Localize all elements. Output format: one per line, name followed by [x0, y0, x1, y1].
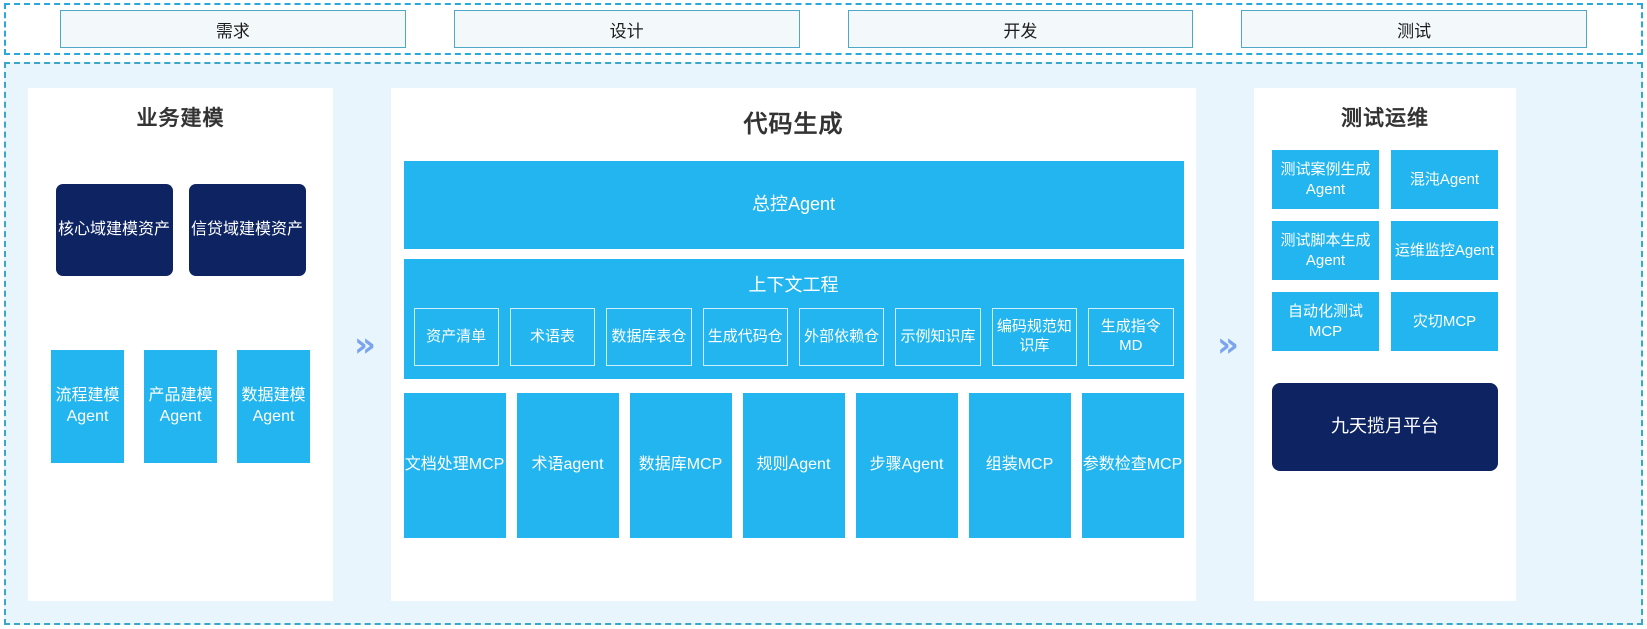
context-item-label: 数据库表仓: [611, 327, 687, 345]
context-item-example-knowledge-base[interactable]: 示例知识库: [895, 308, 981, 366]
stage-label: 开发: [1003, 21, 1038, 41]
tool-card-step-agent[interactable]: 步骤Agent: [855, 393, 958, 538]
tool-card-label: 组装MCP: [985, 456, 1054, 474]
flow-arrow-right: »: [1196, 88, 1254, 601]
agent-card-label: 流程建模Agent: [55, 386, 120, 425]
context-item-generation-instruction-md[interactable]: 生成指令MD: [1088, 308, 1174, 366]
test-card-ops-monitoring-agent[interactable]: 运维监控Agent: [1391, 221, 1498, 280]
panel-business-modeling: 业务建模 核心域建模资产 信贷域建模资产 流程建模Agent 产品建模Agent: [28, 88, 333, 601]
agent-card-data-modeling[interactable]: 数据建模Agent: [237, 350, 310, 463]
platform-card-label: 九天揽月平台: [1331, 416, 1439, 437]
chevron-right-icon: »: [354, 324, 376, 365]
context-item-asset-inventory[interactable]: 资产清单: [413, 308, 499, 366]
panels-row: 业务建模 核心域建模资产 信贷域建模资产 流程建模Agent 产品建模Agent: [6, 64, 1641, 623]
code-generation-tools-row: 文档处理MCP 术语agent 数据库MCP 规则Agent 步骤Agent: [403, 393, 1184, 538]
tool-card-label: 数据库MCP: [638, 456, 723, 474]
stage-label: 设计: [609, 21, 644, 41]
stage-box-requirements[interactable]: 需求: [60, 10, 406, 48]
business-assets-group: 核心域建模资产 信贷域建模资产: [55, 184, 306, 276]
test-ops-grid: 测试案例生成Agent 混沌Agent 测试脚本生成Agent 运维监控Agen…: [1272, 150, 1498, 351]
context-engineering-items: 资产清单 术语表 数据库表仓 生成代码仓: [413, 308, 1174, 366]
platform-card-jiutian-lanyue[interactable]: 九天揽月平台: [1272, 383, 1498, 471]
tool-card-label: 术语agent: [531, 456, 604, 474]
test-card-label: 运维监控Agent: [1394, 241, 1495, 259]
test-card-test-script-generation-agent[interactable]: 测试脚本生成Agent: [1272, 221, 1379, 280]
test-card-test-case-generation-agent[interactable]: 测试案例生成Agent: [1272, 150, 1379, 209]
context-item-label: 术语表: [530, 327, 576, 345]
agent-card-product-modeling[interactable]: 产品建模Agent: [144, 350, 217, 463]
panel-test-ops: 测试运维 测试案例生成Agent 混沌Agent 测试脚本生成Agent 运维监…: [1254, 88, 1516, 601]
context-item-coding-standard-knowledge-base[interactable]: 编码规范知识库: [991, 308, 1078, 366]
asset-card-credit-domain[interactable]: 信贷域建模资产: [188, 184, 306, 276]
stage-label: 测试: [1397, 21, 1432, 41]
test-card-label: 自动化测试MCP: [1287, 303, 1363, 340]
agent-card-label: 产品建模Agent: [148, 386, 213, 425]
stage-box-design[interactable]: 设计: [453, 10, 800, 48]
stage-box-testing[interactable]: 测试: [1241, 10, 1587, 48]
test-card-label: 测试脚本生成Agent: [1280, 232, 1371, 269]
panel-title-code-generation: 代码生成: [743, 111, 844, 138]
context-engineering-block: 上下文工程 资产清单 术语表 数据库表仓: [403, 259, 1184, 379]
chevron-right-icon: »: [1217, 324, 1239, 365]
controller-agent-label: 总控Agent: [751, 194, 836, 215]
tool-card-glossary-agent[interactable]: 术语agent: [516, 393, 619, 538]
agent-card-process-modeling[interactable]: 流程建模Agent: [51, 350, 124, 463]
test-card-chaos-agent[interactable]: 混沌Agent: [1391, 150, 1498, 209]
context-item-generated-code-repo[interactable]: 生成代码仓: [702, 308, 788, 366]
context-item-glossary[interactable]: 术语表: [509, 308, 596, 366]
tool-card-label: 规则Agent: [756, 456, 831, 474]
agent-card-label: 数据建模Agent: [241, 386, 306, 425]
stage-label: 需求: [215, 21, 250, 41]
tool-card-database-mcp[interactable]: 数据库MCP: [629, 393, 732, 538]
stage-box-development[interactable]: 开发: [847, 10, 1194, 48]
asset-card-label: 核心域建模资产: [57, 221, 170, 239]
lifecycle-stage-strip: 需求 设计 开发 测试: [4, 3, 1643, 55]
controller-agent-bar[interactable]: 总控Agent: [403, 161, 1184, 249]
panel-title-test-ops: 测试运维: [1341, 107, 1429, 130]
test-card-label: 测试案例生成Agent: [1280, 161, 1371, 198]
test-card-automated-test-mcp[interactable]: 自动化测试MCP: [1272, 292, 1379, 351]
test-card-label: 灾切MCP: [1412, 312, 1477, 330]
context-item-label: 资产清单: [426, 327, 487, 345]
tool-card-parameter-check-mcp[interactable]: 参数检查MCP: [1081, 393, 1184, 538]
context-item-label: 外部依赖仓: [804, 327, 880, 345]
asset-card-core-domain[interactable]: 核心域建模资产: [55, 184, 173, 276]
context-item-db-table-repo[interactable]: 数据库表仓: [606, 308, 692, 366]
panel-title-business-modeling: 业务建模: [136, 107, 225, 130]
business-agents-group: 流程建模Agent 产品建模Agent 数据建模Agent: [51, 350, 310, 463]
tool-card-rule-agent[interactable]: 规则Agent: [742, 393, 845, 538]
tool-card-label: 文档处理MCP: [404, 456, 505, 474]
context-engineering-title: 上下文工程: [748, 275, 839, 295]
tool-card-label: 步骤Agent: [869, 456, 944, 474]
tool-card-assembly-mcp[interactable]: 组装MCP: [968, 393, 1071, 538]
panel-code-generation: 代码生成 总控Agent 上下文工程 资产清单 术语表: [391, 88, 1196, 601]
context-item-external-dependency-repo[interactable]: 外部依赖仓: [799, 308, 885, 366]
tool-card-label: 参数检查MCP: [1082, 456, 1183, 474]
architecture-region: 业务建模 核心域建模资产 信贷域建模资产 流程建模Agent 产品建模Agent: [4, 62, 1643, 625]
context-item-label: 编码规范知识库: [996, 318, 1072, 354]
context-item-label: 示例知识库: [900, 327, 976, 345]
context-item-label: 生成指令MD: [1100, 318, 1161, 354]
test-card-label: 混沌Agent: [1409, 170, 1480, 188]
tool-card-document-processing-mcp[interactable]: 文档处理MCP: [403, 393, 506, 538]
test-card-disaster-switch-mcp[interactable]: 灾切MCP: [1391, 292, 1498, 351]
context-item-label: 生成代码仓: [707, 327, 783, 345]
flow-arrow-left: »: [333, 88, 391, 601]
platform-card-wrapper: 九天揽月平台: [1272, 383, 1498, 471]
asset-card-label: 信贷域建模资产: [190, 221, 303, 239]
code-generation-stack: 总控Agent 上下文工程 资产清单 术语表 数据库表仓: [403, 161, 1184, 538]
